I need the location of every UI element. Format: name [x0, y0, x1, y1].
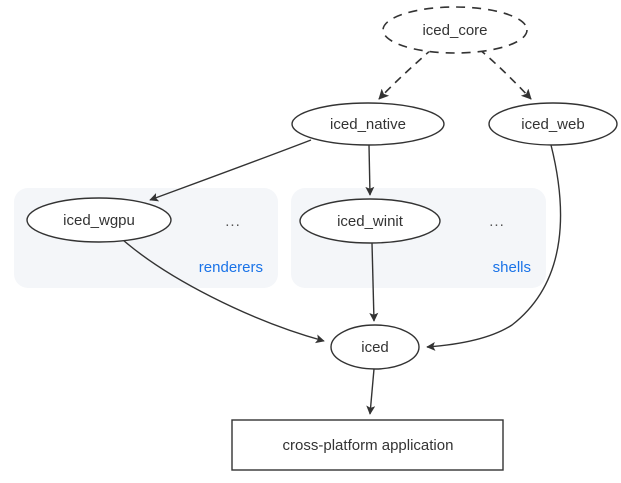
- edge-iced_native-to-iced_wgpu: [149, 139, 312, 202]
- edge-iced_core-to-iced_web: [478, 48, 532, 100]
- node-iced_native[interactable]: iced_native: [291, 102, 445, 146]
- node-iced-shape[interactable]: [330, 324, 420, 370]
- node-iced_winit[interactable]: iced_winit: [299, 198, 441, 244]
- group-renderers-ellipsis: ...: [225, 213, 241, 230]
- node-iced_native-shape[interactable]: [291, 102, 445, 146]
- edge-iced-to-application: [366, 368, 376, 415]
- group-renderers-label: renderers: [199, 259, 263, 276]
- node-iced_core-label: iced_core: [422, 22, 487, 39]
- edge-iced_winit-to-iced: [369, 242, 379, 322]
- node-iced_native-label: iced_native: [330, 116, 406, 133]
- group-shells-label: shells: [493, 259, 531, 276]
- edges-layer: [122, 48, 562, 415]
- node-iced_web-label: iced_web: [521, 116, 584, 133]
- edge-iced_core-to-iced_native: [378, 48, 433, 100]
- node-iced_wgpu[interactable]: iced_wgpu: [26, 197, 172, 243]
- node-application-label: cross-platform application: [283, 437, 454, 454]
- node-application[interactable]: cross-platform application: [231, 419, 504, 471]
- node-iced_core[interactable]: iced_core: [382, 6, 528, 54]
- node-iced_core-shape[interactable]: [382, 6, 528, 54]
- node-iced-label: iced: [361, 339, 389, 356]
- node-iced_wgpu-shape[interactable]: [26, 197, 172, 243]
- node-iced_wgpu-label: iced_wgpu: [63, 212, 135, 229]
- group-shells-ellipsis: ...: [489, 213, 505, 230]
- edge-iced_wgpu-to-iced: [122, 239, 325, 344]
- node-iced[interactable]: iced: [330, 324, 420, 370]
- node-iced_web-shape[interactable]: [488, 102, 618, 146]
- edge-iced_web-to-iced: [426, 144, 562, 351]
- node-iced_winit-shape[interactable]: [299, 198, 441, 244]
- node-iced_winit-label: iced_winit: [337, 213, 404, 230]
- edge-iced_native-to-iced_winit: [365, 144, 375, 196]
- node-application-shape[interactable]: [231, 419, 504, 471]
- node-iced_web[interactable]: iced_web: [488, 102, 618, 146]
